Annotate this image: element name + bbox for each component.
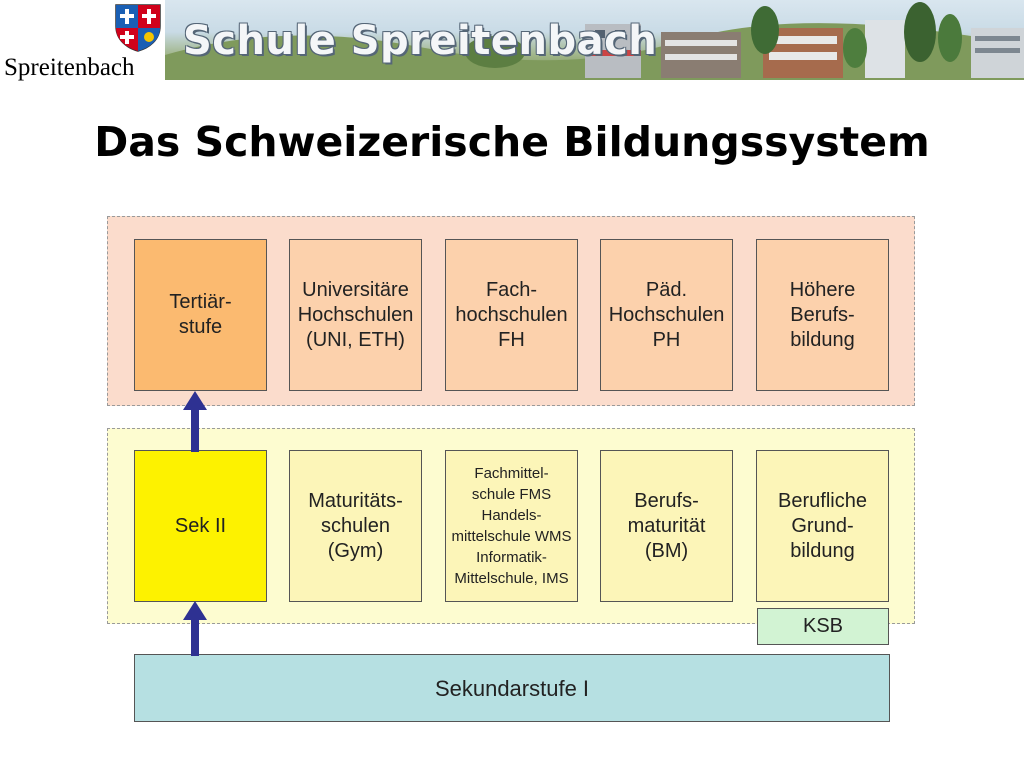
tertiary-main-box: Tertiär- stufe [134,239,267,391]
logo-area: Spreitenbach [0,0,165,86]
box-universities-of-applied-sciences: Fach- hochschulen FH [445,239,578,391]
box-bm-label: Berufs- maturität (BM) [627,489,706,562]
box-grundbildung-label: Berufliche Grund- bildung [778,489,867,562]
sek1-label: Sekundarstufe I [434,675,590,701]
box-teacher-education: Päd. Hochschulen PH [600,239,733,391]
box-maturity-schools: Maturitäts- schulen (Gym) [289,450,422,602]
page-title: Das Schweizerische Bildungssystem [94,118,930,166]
box-ph-label: Päd. Hochschulen PH [608,278,725,351]
town-name: Spreitenbach [4,54,135,81]
coat-of-arms-logo [115,4,161,52]
ksb-box: KSB [757,608,889,645]
box-universities: Universitäre Hochschulen (UNI, ETH) [289,239,422,391]
box-higher-vocational-education: Höhere Berufs- bildung [756,239,889,391]
tertiary-main-label: Tertiär- stufe [169,291,232,338]
banner-image: Schule Spreitenbach [165,0,1024,80]
box-specialized-schools: Fachmittel- schule FMS Handels- mittelsc… [445,450,578,602]
header: Spreitenbach Schul [0,0,1024,86]
sek2-main-label: Sek II [174,514,227,537]
box-universities-label: Universitäre Hochschulen (UNI, ETH) [297,278,414,351]
box-vocational-training: Berufliche Grund- bildung [756,450,889,602]
sek1-level-box: Sekundarstufe I [134,654,890,722]
box-fh-label: Fach- hochschulen FH [455,278,568,351]
sek2-main-box: Sek II [134,450,267,602]
banner-title: Schule Spreitenbach [183,18,658,64]
box-fms-label: Fachmittel- schule FMS Handels- mittelsc… [451,465,572,587]
ksb-label: KSB [802,615,844,637]
box-hbb-label: Höhere Berufs- bildung [789,278,856,351]
box-gym-label: Maturitäts- schulen (Gym) [308,489,403,562]
arrow-up-icon [183,391,207,452]
arrow-up-icon [183,601,207,656]
banner-landscape-graphic [165,2,1024,80]
box-vocational-maturity: Berufs- maturität (BM) [600,450,733,602]
